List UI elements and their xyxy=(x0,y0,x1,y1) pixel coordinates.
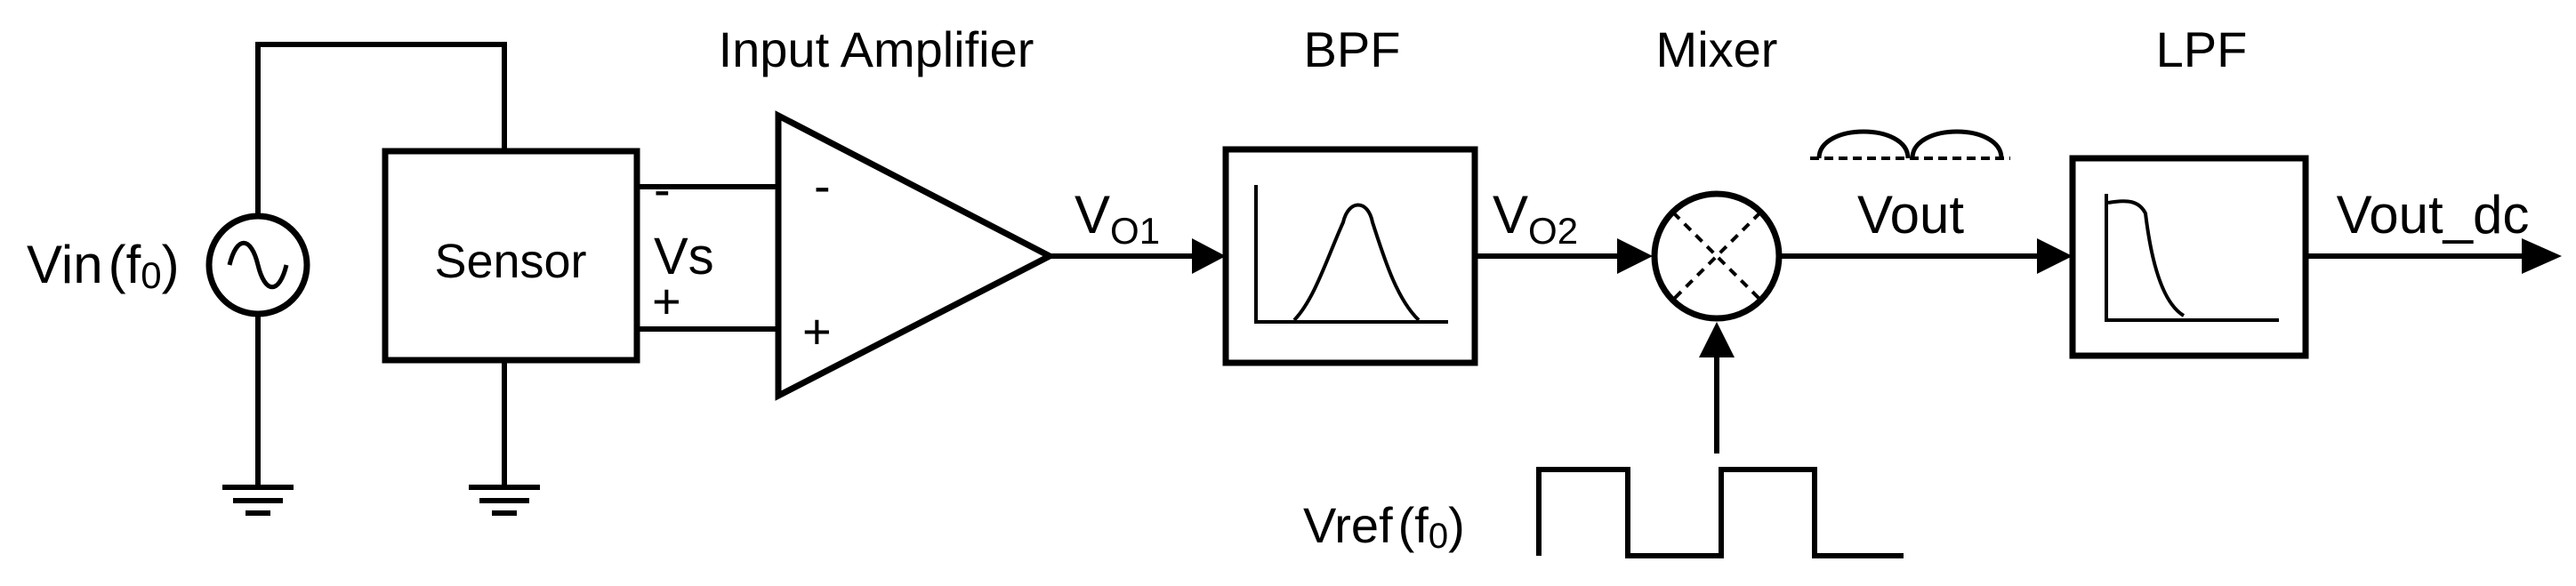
bpf-title: BPF xyxy=(1304,21,1401,77)
arrow-head-icon xyxy=(1617,238,1653,274)
arrow-head-icon xyxy=(2037,238,2073,274)
vo2-label: VO2 xyxy=(1493,185,1578,252)
sensor-label: Sensor xyxy=(434,235,586,288)
mixer-icon xyxy=(1651,190,1783,322)
ac-source-icon xyxy=(205,213,310,317)
arrow-head-icon xyxy=(1192,238,1226,274)
lpf-block xyxy=(2069,155,2309,359)
vs-label: Vs xyxy=(654,228,714,285)
input-amplifier-title: Input Amplifier xyxy=(719,21,1034,77)
amplifier-triangle-icon xyxy=(775,110,1057,401)
source-wiring xyxy=(255,42,507,487)
vout-label: Vout xyxy=(1857,185,1964,245)
bandpass-response-icon xyxy=(1254,185,1448,324)
amp-minus-sign: - xyxy=(814,157,831,213)
ground-icon xyxy=(222,485,294,516)
arrow-head-icon xyxy=(2522,238,2562,274)
arrow-head-icon xyxy=(1699,322,1735,357)
vs-plus-sign: + xyxy=(652,273,681,329)
vin-label: Vin(f0) xyxy=(27,235,180,296)
square-wave-icon xyxy=(1536,467,1904,558)
ground-icon xyxy=(469,485,540,516)
vo1-label: VO1 xyxy=(1075,185,1160,252)
sensor-block xyxy=(382,148,640,364)
amp-plus-sign: + xyxy=(802,303,832,359)
vout-dc-label: Vout_dc xyxy=(2337,185,2530,245)
bpf-block xyxy=(1222,146,1478,366)
vref-label: Vref(f0) xyxy=(1303,497,1465,556)
lowpass-response-icon xyxy=(2105,194,2279,322)
mixer-title: Mixer xyxy=(1656,21,1778,77)
vs-minus-sign: - xyxy=(654,161,671,217)
rectified-waveform-icon xyxy=(1810,129,2010,160)
lpf-title: LPF xyxy=(2156,21,2248,77)
